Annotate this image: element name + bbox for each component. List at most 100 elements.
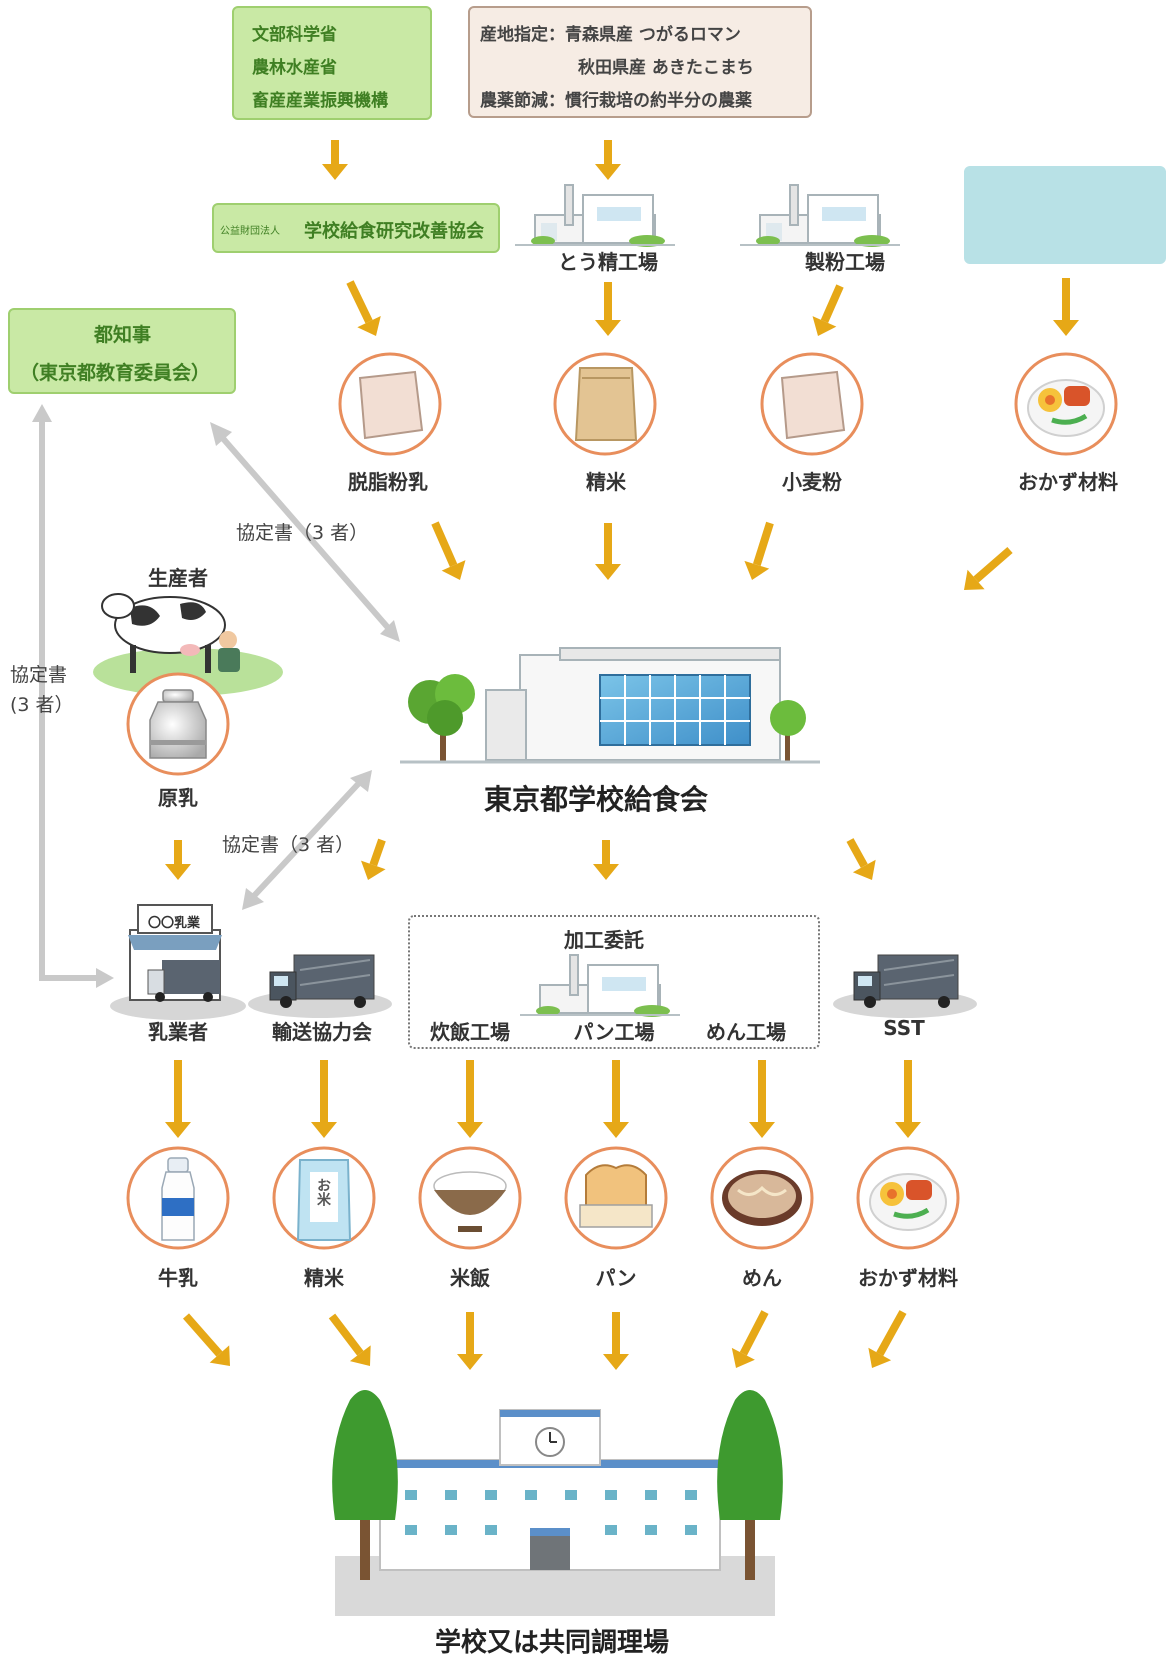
center-label: 東京都学校給食会	[483, 783, 709, 816]
agreement-arrowhead-up	[32, 404, 52, 422]
food-vendors-box	[964, 166, 1166, 264]
cow-icon	[101, 593, 226, 673]
agreement-arrows	[32, 404, 400, 988]
tree-icon	[717, 1390, 783, 1580]
rice-bowl-icon	[433, 1171, 507, 1232]
rice-bag-text: お米	[315, 1178, 331, 1206]
factory-label-cooked-rice: 炊飯工場	[430, 1020, 510, 1044]
dairy-shop-sign: 〇〇乳業	[148, 916, 201, 931]
flow-arrowhead	[322, 164, 348, 180]
agreement-arrow-governor-dairy	[39, 420, 100, 981]
origin-line-akita: 秋田県産 あきたこまち	[578, 58, 754, 78]
flow-arrowhead	[311, 1122, 337, 1138]
ministry-maff: 農林水産省	[252, 58, 337, 78]
flow-arrowhead	[441, 560, 466, 580]
skim-milk-bag-icon	[358, 370, 424, 440]
material-label-flour: 小麦粉	[782, 470, 842, 494]
truck-icon	[147, 960, 220, 1002]
flow-arrow	[182, 1313, 223, 1357]
flow-arrow	[973, 546, 1013, 583]
flour-mill-factory-icon	[740, 184, 900, 247]
flow-arrowhead	[595, 320, 621, 336]
material-circle-skim-milk	[338, 352, 442, 456]
association-prefix: 公益財団法人	[220, 226, 280, 237]
flow-arrowhead	[595, 564, 621, 580]
flow-arrowhead	[964, 569, 985, 590]
product-label-bread: パン	[595, 1266, 637, 1290]
flow-arrowhead	[165, 864, 191, 880]
school-building-illustration	[332, 1390, 783, 1616]
association-name: 学校給食研究改善協会	[304, 221, 484, 242]
flow-arrowhead	[593, 864, 619, 880]
flow-arrowhead	[603, 1354, 629, 1370]
flow-arrowhead	[603, 1122, 629, 1138]
ministries-box: 文部科学省 農林水産省 畜産産業振興機構	[232, 6, 432, 120]
material-circle-flour	[760, 352, 864, 456]
flow-arrowhead	[209, 1345, 230, 1366]
product-circle-cooked-rice	[418, 1146, 522, 1250]
material-label-skim-milk: 脱脂粉乳	[348, 470, 428, 494]
processing-title: 加工委託	[564, 928, 644, 952]
side-dish-icon	[1027, 379, 1105, 437]
tree-icon	[408, 674, 475, 762]
producer-cow-illustration	[93, 593, 283, 696]
flow-arrowhead	[165, 1122, 191, 1138]
product-label-rice: 精米	[304, 1266, 344, 1290]
agreement-arrowhead-right	[96, 968, 114, 988]
side-dish-icon	[869, 1173, 947, 1231]
governor-box: 都知事 （東京都教育委員会）	[8, 308, 236, 394]
flow-arrowhead	[595, 164, 621, 180]
flow-arrowhead	[1053, 320, 1079, 336]
product-circle-noodles	[710, 1146, 814, 1250]
agreement-label-lower: 協定書（3 者）	[222, 834, 355, 856]
flow-arrow	[820, 284, 844, 323]
processing-factory-icon	[520, 954, 680, 1017]
product-circle-rice	[272, 1146, 376, 1250]
ministry-alic: 畜産産業振興機構	[252, 91, 388, 111]
flow-arrow	[753, 521, 774, 566]
origin-line-aomori: 産地指定：青森県産 つがるロマン	[480, 25, 741, 45]
material-circle-side-dish	[1014, 352, 1118, 456]
factory-label-flour-mill: 製粉工場	[805, 250, 885, 274]
flow-arrowhead	[868, 1347, 892, 1368]
raw-milk-label: 原乳	[158, 786, 198, 810]
flow-arrow	[431, 521, 458, 567]
raw-milk-circle	[126, 672, 230, 776]
agreement-label-upper: 協定書（3 者）	[236, 522, 369, 544]
flow-arrowhead	[744, 560, 770, 580]
milk-bottle-icon	[161, 1157, 195, 1241]
flow-arrow	[369, 838, 386, 867]
transport-truck-icon	[248, 954, 392, 1018]
flow-arrowhead	[457, 1354, 483, 1370]
flow-arrowhead	[457, 1122, 483, 1138]
governor-board: （東京都教育委員会）	[20, 362, 211, 384]
product-label-side-dish: おかず材料	[858, 1266, 958, 1290]
product-label-cooked-rice: 米飯	[450, 1266, 490, 1290]
tokyo-school-lunch-center-building	[400, 647, 820, 764]
flow-arrowhead	[349, 1345, 371, 1366]
distributor-label-transport: 輸送協力会	[272, 1020, 372, 1044]
product-label-noodles: めん	[742, 1266, 782, 1290]
distributor-label-dairy: 乳業者	[148, 1020, 208, 1044]
product-label-milk: 牛乳	[158, 1266, 198, 1290]
agreement-arrow-governor-center	[217, 433, 393, 632]
flow-arrow	[739, 1310, 769, 1356]
flow-arrow	[346, 280, 373, 324]
ministry-mext: 文部科学省	[252, 25, 337, 45]
material-label-rice: 精米	[586, 470, 626, 494]
sst-truck-icon	[833, 954, 977, 1018]
governor-title: 都知事	[94, 324, 152, 346]
flow-arrow	[876, 1310, 907, 1356]
product-circle-side-dish	[856, 1146, 960, 1250]
flour-bag-icon	[780, 370, 846, 440]
flow-arrow	[846, 838, 868, 868]
agreement-arrow-center-dairy	[249, 779, 363, 901]
origin-specification-box: 産地指定：青森県産 つがるロマン 秋田県産 あきたこまち 農薬節減：慣行栽培の約…	[468, 6, 812, 118]
school-lunch-association-box: 公益財団法人 学校給食研究改善協会	[212, 203, 500, 253]
distributor-label-sst: SST	[883, 1016, 925, 1040]
flow-arrows	[165, 140, 1079, 1370]
processing-contract-box	[408, 915, 820, 1049]
flow-arrowhead	[357, 315, 381, 336]
milk-can-icon	[149, 689, 207, 759]
flow-arrowhead	[812, 316, 837, 336]
